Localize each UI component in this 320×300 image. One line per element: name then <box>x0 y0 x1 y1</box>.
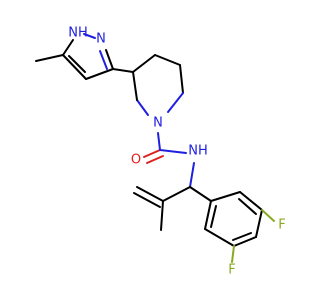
bond-c-ch2-double <box>133 192 161 208</box>
atom-labels: NH N N O NH F F <box>68 26 285 278</box>
bond-c5-n1 <box>62 39 74 56</box>
bond-ar-3-4 <box>255 209 263 238</box>
bond-carbonyl-nh <box>159 149 187 154</box>
bond-c4-c5-double <box>68 55 86 73</box>
bond-ch-aryl <box>189 186 212 202</box>
atom-n-piperidine: N <box>153 116 163 131</box>
urea-linkage <box>143 132 195 188</box>
bond-c3-c4 <box>85 68 114 80</box>
bond-ar-2-3 <box>239 191 263 211</box>
bond-pip-c2-c3 <box>132 71 138 101</box>
bond-n2-c3 <box>105 49 114 70</box>
bond-ar-f-meta <box>231 245 235 263</box>
bond-ar-1-2 <box>210 191 241 202</box>
bond-ch-c-alkene <box>162 186 191 202</box>
bond-n2-c3-double <box>99 50 108 70</box>
atom-nh-pyrazole: NH <box>68 26 88 41</box>
atom-f-para: F <box>278 218 285 233</box>
difluorophenyl-ring <box>189 186 275 263</box>
structure-canvas: NH N N O NH F F <box>35 25 286 278</box>
bond-ar-4-5-double <box>232 232 252 241</box>
bond-c-methyl <box>160 200 164 231</box>
piperidine-ring <box>112 54 184 116</box>
atom-n-pyrazole: N <box>96 32 106 47</box>
bond-pip-c3-c4 <box>132 54 156 73</box>
bond-nh-ch <box>189 162 195 188</box>
bond-pip-c5-c6 <box>179 64 184 94</box>
methylpyrazole-group <box>35 33 114 80</box>
bond-c4-c5 <box>62 54 87 80</box>
bond-pip-n-c2 <box>136 99 149 116</box>
bond-carbonyl-o <box>143 149 161 158</box>
bond-carbonyl-o-double <box>146 155 164 164</box>
bond-ar-5-6 <box>204 228 235 247</box>
bond-n-carbonyl <box>157 132 161 151</box>
atom-f-meta: F <box>228 263 235 278</box>
bond-ar-6-1 <box>204 200 212 230</box>
bond-ar-4-5 <box>233 236 257 247</box>
bond-n1-n2 <box>83 33 96 39</box>
bond-pip-c4-c5 <box>154 54 181 66</box>
bond-pip-c6-n <box>167 92 184 113</box>
bond-ar-6-1-double <box>210 205 217 228</box>
bond-c-ch2 <box>136 186 164 202</box>
molecule-diagram: NH N N O NH F F <box>35 26 286 278</box>
atom-o-carbonyl: O <box>131 153 141 168</box>
bond-ar-2-3-double <box>238 198 257 215</box>
bond-methyl-c5 <box>35 54 64 62</box>
bond-ar-f-para <box>261 209 275 222</box>
propenyl-group <box>133 186 191 231</box>
bond-pyrazole-piperidine <box>112 68 134 73</box>
atom-nh-amide: NH <box>188 144 208 159</box>
